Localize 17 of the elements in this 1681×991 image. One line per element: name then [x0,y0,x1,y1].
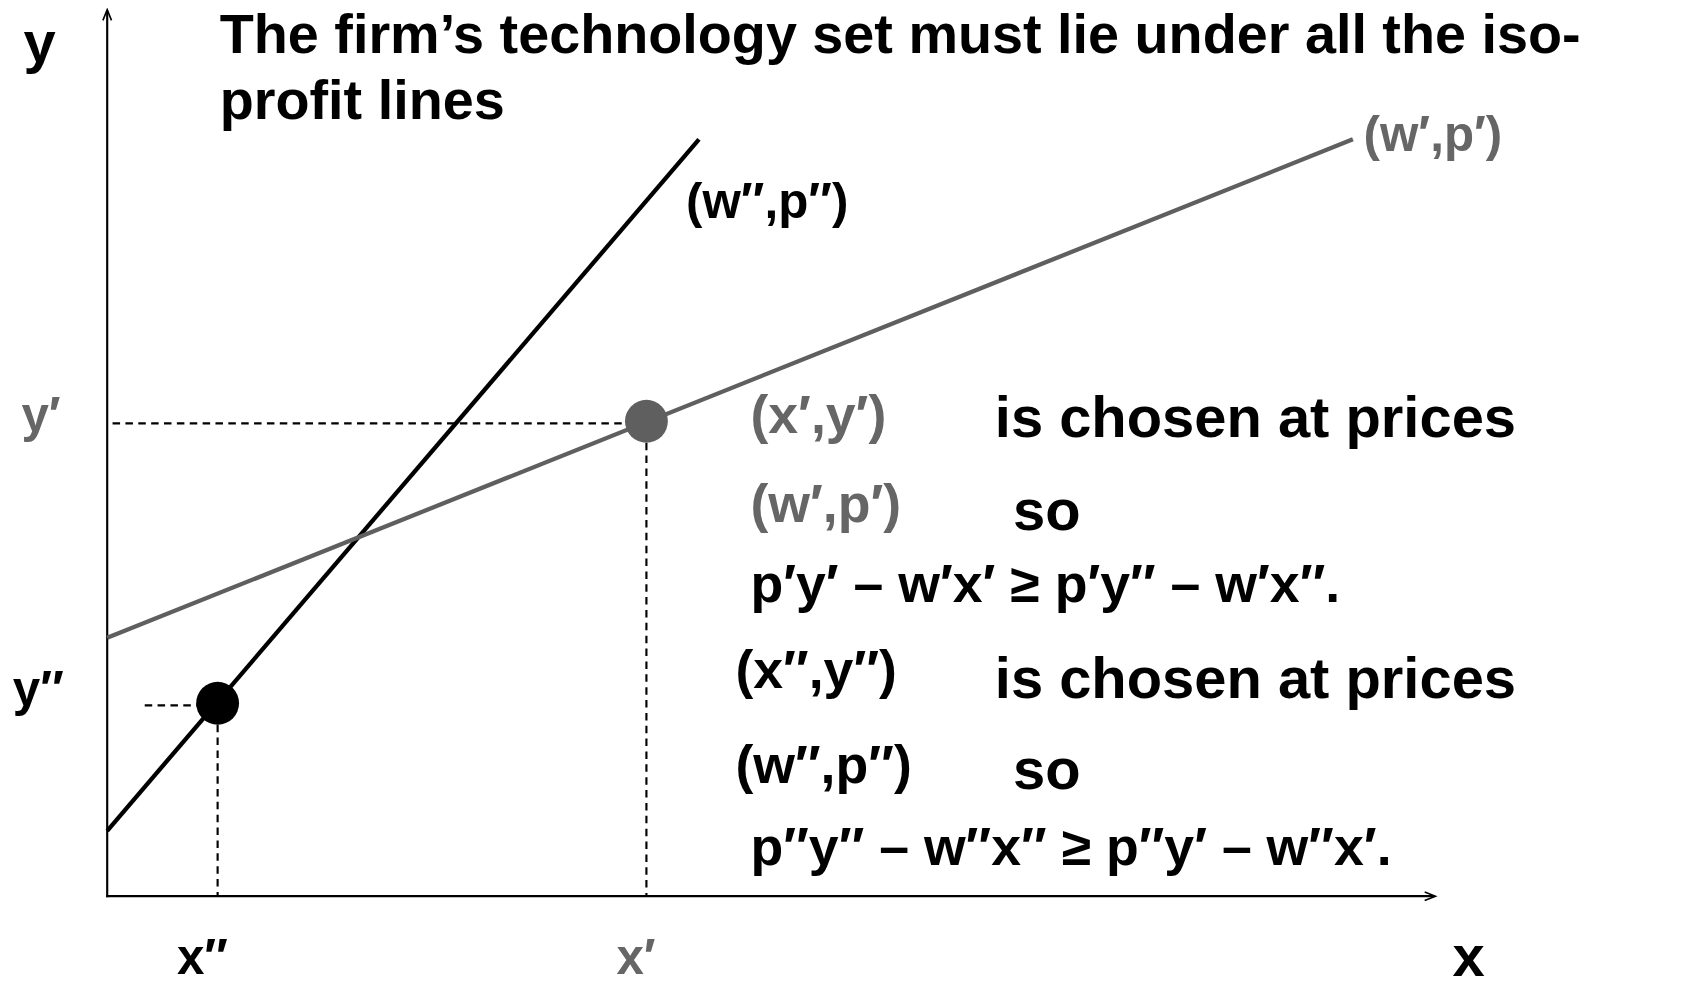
axis-label: y [23,10,56,75]
math-text: (w′,p′) [750,474,902,534]
tick-label: x′ [616,930,656,985]
axis-label: x [1452,924,1485,988]
tick-label: x″ [176,930,228,985]
formula-text: p″y″ – w″x″ ≥ p″y′ – w″x′. [750,817,1392,877]
math-text: (w″,p″) [735,735,912,795]
statement-text: is chosen at prices [994,646,1517,711]
tick-label: y′ [21,388,61,443]
statement-text: so [1013,737,1081,802]
statement-text: is chosen at prices [994,385,1517,450]
math-text: (x′,y′) [750,385,887,445]
statement-text: so [1013,478,1081,542]
tick-label: y″ [12,662,64,717]
formula-text: p′y′ – w′x′ ≥ p′y″ – w′x″. [750,555,1341,615]
math-text: (x″,y″) [735,641,897,700]
line-label: (w″,p″) [686,173,849,228]
